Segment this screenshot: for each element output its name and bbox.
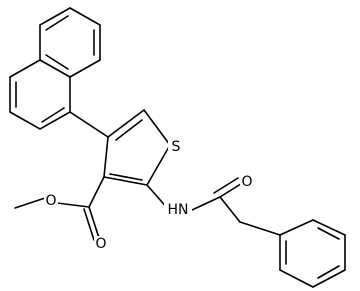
thiophene-ring (103, 109, 171, 186)
sulfur-label: S (172, 139, 181, 155)
amine-label: HN (168, 202, 189, 218)
sulfur-mask (168, 139, 184, 155)
amide-oxygen-mask (240, 174, 254, 190)
amine-mask (164, 202, 192, 218)
naphthalene-ring-lower (9, 59, 71, 130)
ester-carbonyl-oxygen-label: O (95, 236, 106, 252)
amide-oxygen-label: O (241, 174, 252, 190)
ester-carbonyl-oxygen-mask (94, 236, 108, 252)
methyl-ester-group (14, 176, 105, 241)
phenyl-ring (239, 219, 346, 288)
naphthalene-ring-upper (39, 7, 101, 78)
aryl-link-bond (69, 111, 109, 138)
ester-ether-oxygen-label: O (45, 193, 56, 209)
amide-group (146, 177, 245, 223)
ester-ether-oxygen-mask (44, 193, 58, 209)
